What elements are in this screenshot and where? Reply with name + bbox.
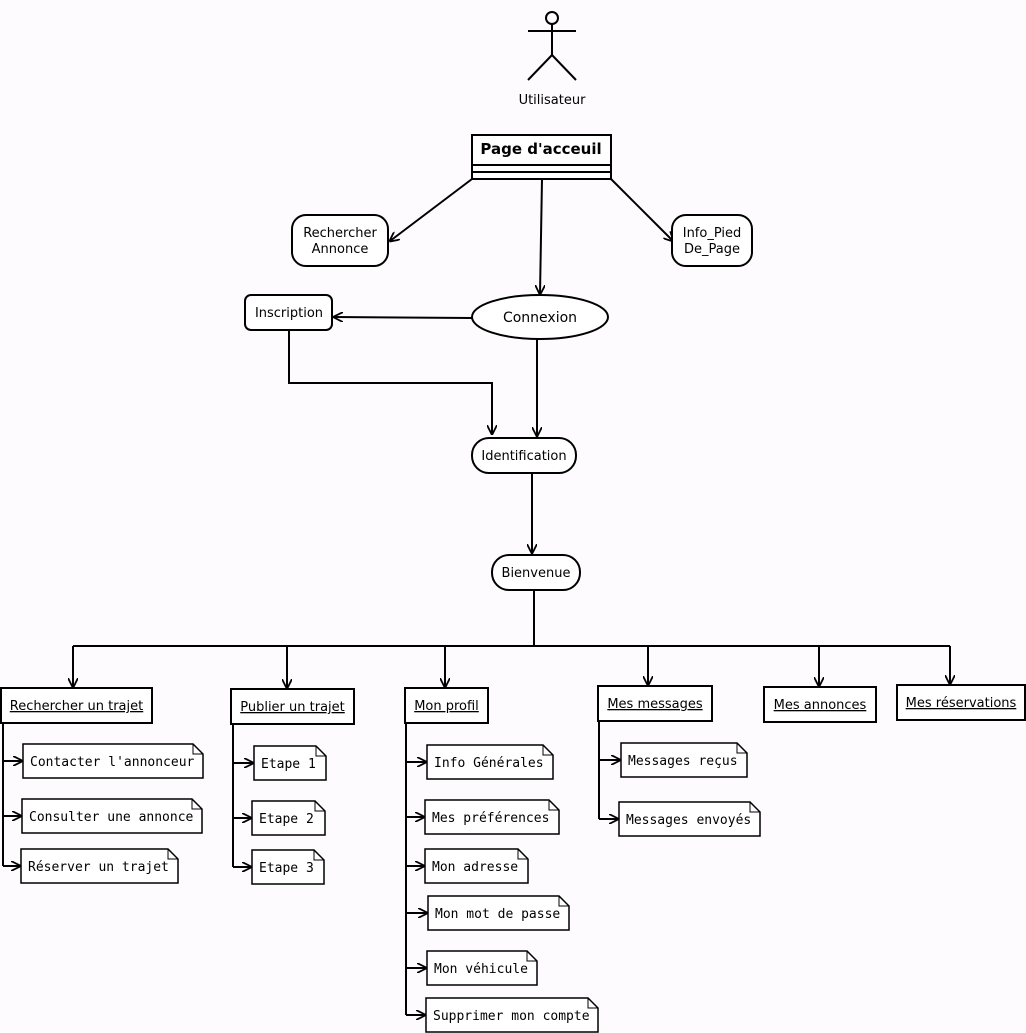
note-label: Messages reçus bbox=[628, 754, 738, 769]
note-box bbox=[22, 743, 204, 779]
note-fold-icon bbox=[314, 801, 325, 812]
note-box bbox=[20, 848, 179, 884]
inscription-label: Inscription bbox=[255, 306, 323, 321]
note-box bbox=[618, 801, 761, 837]
identification-node bbox=[471, 437, 577, 474]
section-label-mon-profil: Mon profil bbox=[414, 699, 479, 714]
bienvenue-node bbox=[491, 554, 581, 591]
note-box bbox=[21, 798, 203, 834]
note-box bbox=[251, 849, 325, 885]
section-box-publier-un-trajet bbox=[230, 688, 355, 725]
note-fold-icon bbox=[517, 849, 528, 860]
section-box-mes-annonces bbox=[763, 686, 877, 723]
note-label: Mon adresse bbox=[432, 860, 518, 875]
note-fold-icon bbox=[542, 745, 553, 756]
section-label-mes-messages: Mes messages bbox=[607, 697, 703, 712]
note-fold-icon bbox=[167, 849, 178, 860]
note-label: Mon véhicule bbox=[434, 962, 528, 977]
note-box bbox=[427, 895, 570, 931]
section-label-rechercher-un-trajet: Rechercher un trajet bbox=[10, 699, 143, 714]
note-box bbox=[251, 800, 326, 836]
note-fold-icon bbox=[315, 746, 326, 757]
identification-label: Identification bbox=[481, 449, 566, 464]
rechercher-annonce-line2: Annonce bbox=[312, 242, 369, 257]
section-label-publier-un-trajet: Publier un trajet bbox=[240, 700, 345, 715]
note-label: Etape 1 bbox=[261, 757, 316, 772]
section-label-mes-annonces: Mes annonces bbox=[774, 698, 867, 713]
note-fold-icon bbox=[736, 743, 747, 754]
note-label: Etape 3 bbox=[259, 861, 314, 876]
section-box-mes-messages bbox=[597, 685, 713, 722]
rechercher-annonce-line1: Rechercher bbox=[303, 226, 377, 241]
note-box bbox=[426, 950, 538, 986]
note-fold-icon bbox=[558, 896, 569, 907]
note-label: Mon mot de passe bbox=[435, 907, 560, 922]
section-box-mon-profil bbox=[404, 687, 489, 724]
edge-home-to-connexion bbox=[540, 178, 542, 294]
homepage-title: Page d'acceuil bbox=[480, 140, 601, 158]
note-fold-icon bbox=[749, 802, 760, 813]
note-fold-icon bbox=[313, 850, 324, 861]
note-label: Contacter l'annonceur bbox=[30, 755, 195, 770]
note-box bbox=[620, 742, 748, 778]
actor-label: Utilisateur bbox=[519, 93, 587, 108]
rechercher-annonce-node bbox=[291, 214, 389, 267]
section-label-mes-reservations: Mes réservations bbox=[906, 696, 1017, 711]
bienvenue-label: Bienvenue bbox=[502, 566, 571, 581]
section-box-rechercher-un-trajet bbox=[0, 687, 153, 724]
note-box bbox=[424, 799, 560, 835]
info-pied-line2: De_Page bbox=[684, 242, 740, 257]
note-label: Mes préférences bbox=[432, 811, 549, 826]
edge-connexion-to-inscription bbox=[334, 317, 473, 318]
note-fold-icon bbox=[192, 744, 203, 755]
note-label: Consulter une annonce bbox=[29, 810, 194, 825]
note-fold-icon bbox=[526, 951, 537, 962]
section-box-mes-reservations bbox=[896, 684, 1026, 721]
note-label: Messages envoyés bbox=[626, 813, 751, 828]
note-box bbox=[424, 848, 529, 884]
note-label: Supprimer mon compte bbox=[433, 1009, 590, 1024]
actor-figure-icon bbox=[527, 11, 577, 81]
homepage-class-box bbox=[471, 134, 612, 180]
note-label: Info Générales bbox=[434, 756, 544, 771]
edge-home-to-search bbox=[390, 178, 473, 241]
edge-home-to-footer bbox=[610, 178, 673, 241]
edge-inscription-to-identification bbox=[288, 330, 492, 434]
note-label: Etape 2 bbox=[259, 812, 314, 827]
note-box bbox=[425, 997, 599, 1033]
connexion-label: Connexion bbox=[503, 310, 577, 326]
note-label: Réserver un trajet bbox=[28, 860, 169, 875]
note-fold-icon bbox=[548, 800, 559, 811]
note-box bbox=[253, 745, 327, 781]
note-box bbox=[426, 744, 554, 780]
info-pied-line1: Info_Pied bbox=[683, 226, 742, 241]
note-fold-icon bbox=[587, 998, 598, 1009]
note-fold-icon bbox=[191, 799, 202, 810]
info-pied-node bbox=[671, 214, 753, 267]
